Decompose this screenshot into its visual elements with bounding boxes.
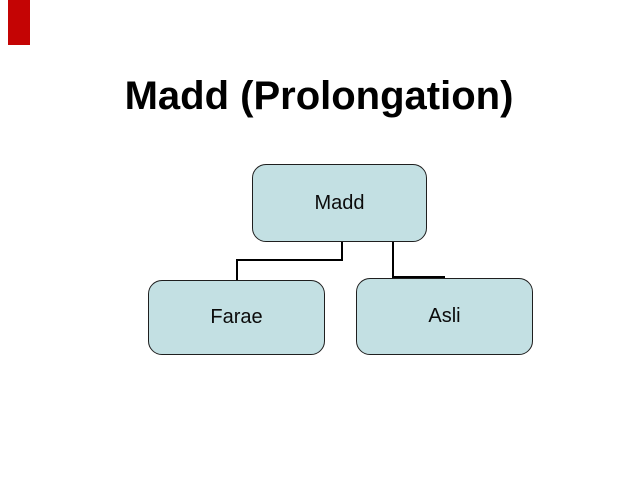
node-farae-label: Farae	[210, 306, 263, 328]
red-accent-bar	[8, 0, 30, 45]
slide-title: Madd (Prolongation)	[124, 73, 514, 118]
node-madd-label: Madd	[314, 191, 365, 214]
node-asli-label: Asli	[428, 305, 461, 327]
node-farae: Farae	[148, 280, 325, 355]
node-madd: Madd	[252, 164, 427, 242]
connector-madd-asli	[392, 242, 445, 279]
node-asli: Asli	[356, 278, 533, 355]
connector-madd-farae	[236, 242, 343, 280]
